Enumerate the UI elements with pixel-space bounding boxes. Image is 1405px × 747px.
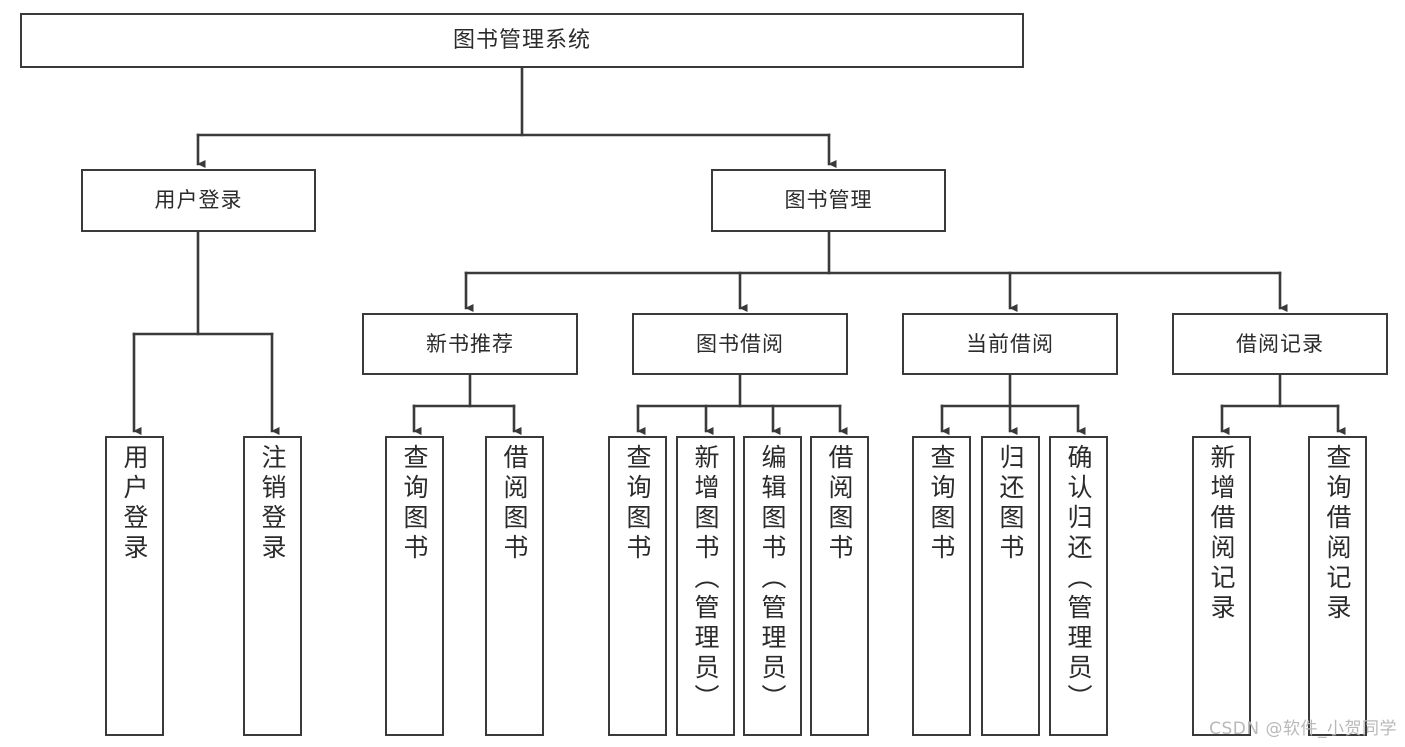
leaf-add-book-admin[interactable]: 新增图书（管理员） bbox=[676, 436, 735, 736]
node-book-borrow[interactable]: 图书借阅 bbox=[632, 313, 848, 375]
node-label: 用户登录 bbox=[120, 444, 149, 564]
node-current-borrow[interactable]: 当前借阅 bbox=[902, 313, 1118, 375]
leaf-borrow-book-recommend[interactable]: 借阅图书 bbox=[485, 436, 544, 736]
leaf-edit-book-admin[interactable]: 编辑图书（管理员） bbox=[743, 436, 802, 736]
node-label: 图书借阅 bbox=[696, 331, 784, 356]
node-label: 归还图书 bbox=[996, 444, 1025, 564]
node-user-login[interactable]: 用户登录 bbox=[81, 169, 316, 232]
node-borrow-record[interactable]: 借阅记录 bbox=[1172, 313, 1388, 375]
node-label: 查询图书 bbox=[623, 444, 652, 564]
leaf-query-borrow-record[interactable]: 查询借阅记录 bbox=[1308, 436, 1367, 736]
node-new-book-recommend[interactable]: 新书推荐 bbox=[362, 313, 578, 375]
node-label: 查询借阅记录 bbox=[1323, 444, 1352, 624]
node-label: 新书推荐 bbox=[426, 331, 514, 356]
node-label: 编辑图书（管理员） bbox=[758, 444, 787, 714]
node-book-management[interactable]: 图书管理 bbox=[711, 169, 946, 232]
leaf-logout-login[interactable]: 注销登录 bbox=[243, 436, 302, 736]
leaf-return-book[interactable]: 归还图书 bbox=[981, 436, 1040, 736]
node-label: 图书管理 bbox=[784, 188, 873, 213]
node-label: 当前借阅 bbox=[966, 331, 1054, 356]
node-label: 图书管理系统 bbox=[452, 27, 591, 53]
node-label: 借阅图书 bbox=[500, 444, 529, 564]
node-label: 查询图书 bbox=[400, 444, 429, 564]
node-label: 新增借阅记录 bbox=[1207, 444, 1236, 624]
node-label: 借阅图书 bbox=[825, 444, 854, 564]
leaf-confirm-return-admin[interactable]: 确认归还（管理员） bbox=[1049, 436, 1108, 736]
leaf-borrow-book[interactable]: 借阅图书 bbox=[810, 436, 869, 736]
node-label: 查询图书 bbox=[927, 444, 956, 564]
node-label: 确认归还（管理员） bbox=[1064, 444, 1093, 714]
leaf-add-borrow-record[interactable]: 新增借阅记录 bbox=[1192, 436, 1251, 736]
leaf-query-book-borrow[interactable]: 查询图书 bbox=[608, 436, 667, 736]
node-label: 新增图书（管理员） bbox=[691, 444, 720, 714]
node-label: 注销登录 bbox=[258, 444, 287, 564]
node-label: 用户登录 bbox=[154, 188, 243, 213]
leaf-user-login[interactable]: 用户登录 bbox=[105, 436, 164, 736]
node-label: 借阅记录 bbox=[1236, 331, 1324, 356]
node-root-system[interactable]: 图书管理系统 bbox=[20, 13, 1024, 68]
csdn-watermark: CSDN @软件_小贺同学 bbox=[1209, 719, 1397, 739]
leaf-query-book-recommend[interactable]: 查询图书 bbox=[385, 436, 444, 736]
leaf-query-book-current[interactable]: 查询图书 bbox=[912, 436, 971, 736]
